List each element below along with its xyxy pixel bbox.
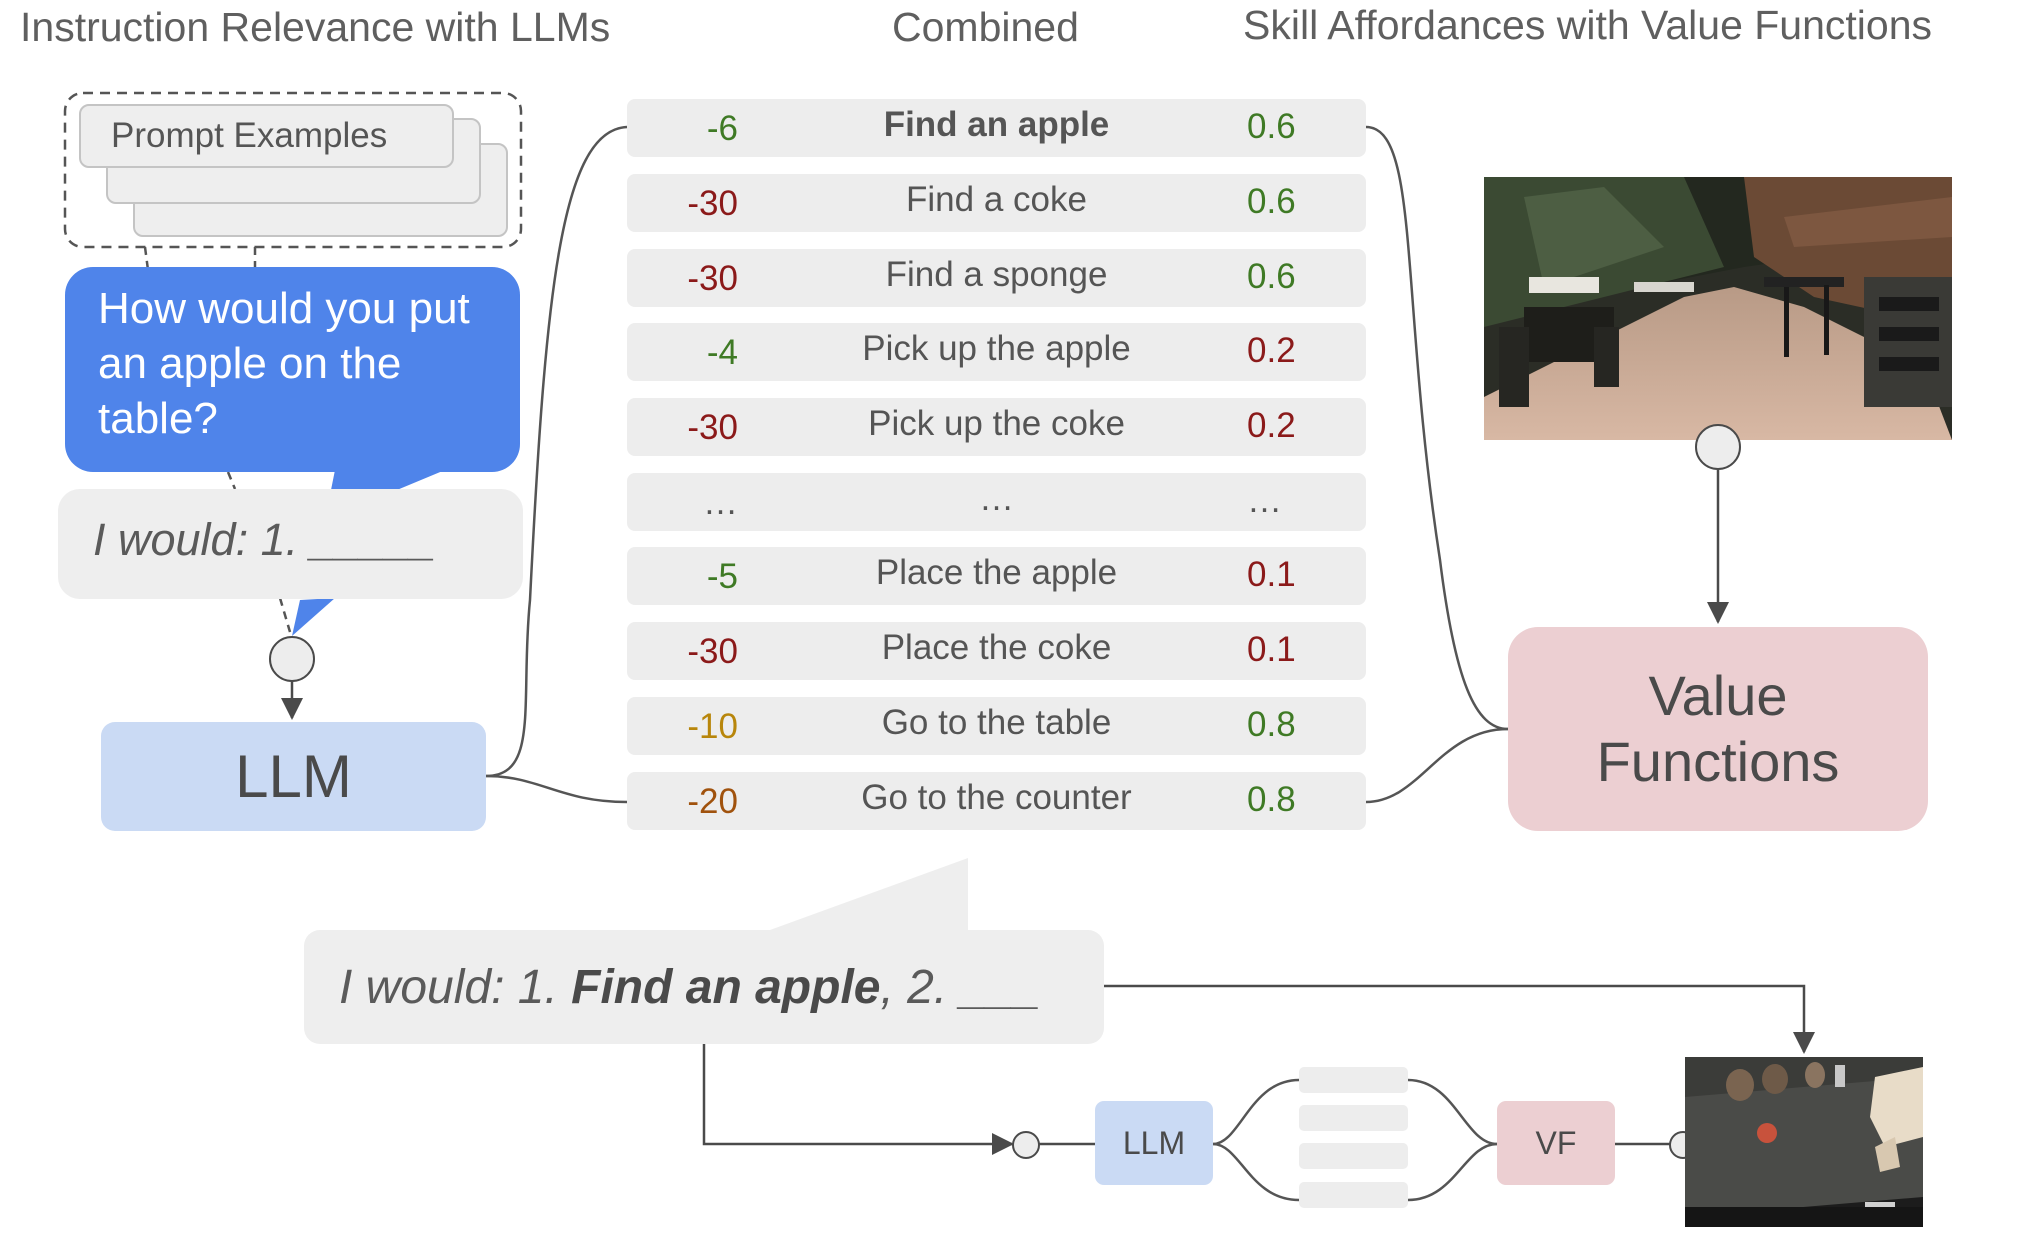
combined-row: -6 Find an apple 0.6 xyxy=(627,99,1366,157)
value-function-score: 0.8 xyxy=(1247,705,1296,744)
answer-prefix: I would: 1. _____ xyxy=(93,514,436,565)
combined-row: … … … xyxy=(627,473,1366,531)
value-function-score: 0.2 xyxy=(1247,406,1296,445)
llm-score: -30 xyxy=(687,259,738,298)
skill-name: Pick up the coke xyxy=(868,404,1125,443)
value-function-score: 0.8 xyxy=(1247,780,1296,819)
header-skill-affordances: Skill Affordances with Value Functions xyxy=(1243,2,1933,48)
value-function-score: 0.1 xyxy=(1247,630,1296,669)
llm-score: -4 xyxy=(706,333,738,372)
combined-row: -5 Place the apple 0.1 xyxy=(627,547,1366,605)
value-functions-label: Value Functions xyxy=(1596,664,1840,793)
result-prefix: I would: 1. xyxy=(339,961,572,1014)
combined-row: -10 Go to the table 0.8 xyxy=(627,697,1366,755)
llm-score: -10 xyxy=(687,707,738,746)
result-suffix: , 2. ___ xyxy=(880,961,1041,1014)
prompt-examples-label: Prompt Examples xyxy=(111,116,388,155)
mini-input-node xyxy=(1012,1131,1040,1159)
input-node xyxy=(269,636,315,682)
llm-score: -20 xyxy=(687,782,738,821)
header-combined: Combined xyxy=(892,4,1079,50)
mini-row xyxy=(1299,1067,1408,1093)
llm-box: LLM xyxy=(101,722,486,831)
llm-score: -30 xyxy=(687,184,738,223)
image-node xyxy=(1695,424,1741,470)
result-text: I would: 1. Find an apple, 2. ___ xyxy=(339,960,1041,1015)
mini-row xyxy=(1299,1143,1408,1169)
combined-row: -20 Go to the counter 0.8 xyxy=(627,772,1366,830)
value-function-score: 0.6 xyxy=(1247,182,1296,221)
combined-row: -30 Pick up the coke 0.2 xyxy=(627,398,1366,456)
skill-name: Go to the counter xyxy=(861,778,1132,817)
prompt-example-card-1: Prompt Examples xyxy=(79,104,454,168)
value-function-score: … xyxy=(1247,481,1282,520)
answer-bubble: I would: 1. _____ xyxy=(58,489,523,599)
table-apple-image xyxy=(1685,1057,1923,1227)
llm-score: -5 xyxy=(706,557,738,596)
result-bubble: I would: 1. Find an apple, 2. ___ xyxy=(304,930,1104,1044)
mini-llm-box: LLM xyxy=(1095,1101,1213,1185)
mini-row xyxy=(1299,1182,1408,1208)
robot-camera-image xyxy=(1484,177,1952,440)
combined-row: -4 Pick up the apple 0.2 xyxy=(627,323,1366,381)
skill-name: Go to the table xyxy=(881,703,1112,742)
header-instruction-relevance: Instruction Relevance with LLMs xyxy=(20,4,611,50)
combined-row: -30 Find a sponge 0.6 xyxy=(627,249,1366,307)
llm-score: -30 xyxy=(687,632,738,671)
value-function-score: 0.6 xyxy=(1247,107,1296,146)
value-function-score: 0.6 xyxy=(1247,257,1296,296)
llm-score: -30 xyxy=(687,408,738,447)
value-function-score: 0.2 xyxy=(1247,331,1296,370)
llm-score: -6 xyxy=(706,109,738,148)
skill-name: Find an apple xyxy=(883,105,1110,144)
skill-name: Place the apple xyxy=(875,553,1118,592)
skill-name: Pick up the apple xyxy=(862,329,1131,368)
mini-vf-box: VF xyxy=(1497,1101,1615,1185)
result-chosen-skill: Find an apple xyxy=(571,961,881,1014)
prompt-examples-frame xyxy=(63,91,523,249)
combined-row: -30 Place the coke 0.1 xyxy=(627,622,1366,680)
value-functions-box: Value Functions xyxy=(1508,627,1928,831)
skill-name: Find a coke xyxy=(906,180,1087,219)
mini-row xyxy=(1299,1105,1408,1131)
question-bubble: How would you put an apple on the table? xyxy=(65,267,520,472)
skill-name: Find a sponge xyxy=(885,255,1108,294)
value-function-score: 0.1 xyxy=(1247,555,1296,594)
combined-row: -30 Find a coke 0.6 xyxy=(627,174,1366,232)
skill-name: … xyxy=(979,479,1014,518)
skill-name: Place the coke xyxy=(881,628,1112,667)
llm-score: … xyxy=(703,483,738,522)
